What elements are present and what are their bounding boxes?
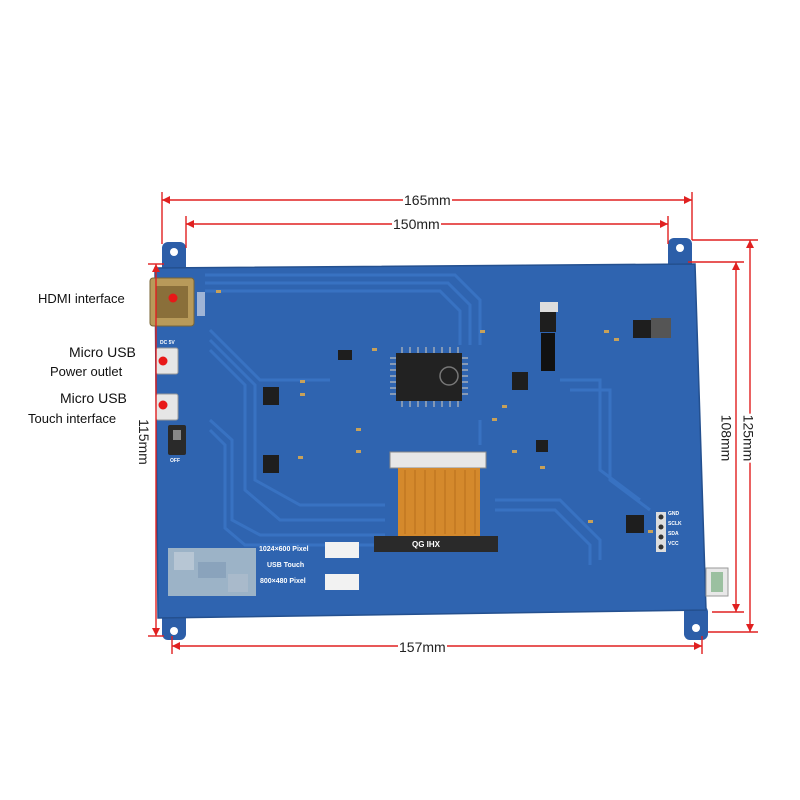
touch-usb-marker — [158, 400, 168, 410]
dim-board-height: 115mm — [135, 418, 152, 466]
pin-sda-label: SDA — [668, 531, 679, 537]
board — [154, 263, 707, 619]
usb-touch-label: USB Touch — [267, 562, 305, 569]
fpc-cable — [398, 468, 480, 536]
touch-usb-label-1: Micro USB — [60, 390, 127, 406]
dim-overall-height: 125mm — [740, 413, 757, 463]
dc-5v-label: DC 5V — [160, 340, 175, 346]
fpc-connector — [389, 451, 487, 469]
resolution-1024-label: 1024×600 Pixel — [259, 546, 309, 553]
pin-gnd-label: GND — [668, 511, 680, 517]
dim-hole-spacing-width: 150mm — [392, 216, 441, 232]
dim-hole-spacing-height: 108mm — [718, 413, 735, 463]
pin-header — [656, 512, 666, 552]
power-usb-marker — [158, 356, 168, 366]
pin-sclk-label: SCLK — [668, 521, 682, 527]
dim-overall-width: 165mm — [403, 192, 452, 208]
dim-bottom-width: 157mm — [398, 639, 447, 655]
power-usb-label-2: Power outlet — [50, 364, 123, 379]
mount-ear-bottom-right — [684, 606, 708, 640]
touch-usb-label-2: Touch interface — [28, 411, 117, 426]
fpc-text: QG IHX — [412, 540, 441, 549]
checkbox-res-2 — [325, 574, 359, 590]
resolution-800-label: 800×480 Pixel — [260, 578, 306, 585]
power-usb-label-1: Micro USB — [69, 344, 136, 360]
pin-vcc-label: VCC — [668, 541, 679, 547]
hdmi-interface-label: HDMI interface — [38, 291, 125, 306]
switch-off-label: OFF — [170, 458, 180, 464]
main-chip — [396, 353, 462, 401]
hdmi-marker — [168, 293, 178, 303]
checkbox-res-1 — [325, 542, 359, 558]
